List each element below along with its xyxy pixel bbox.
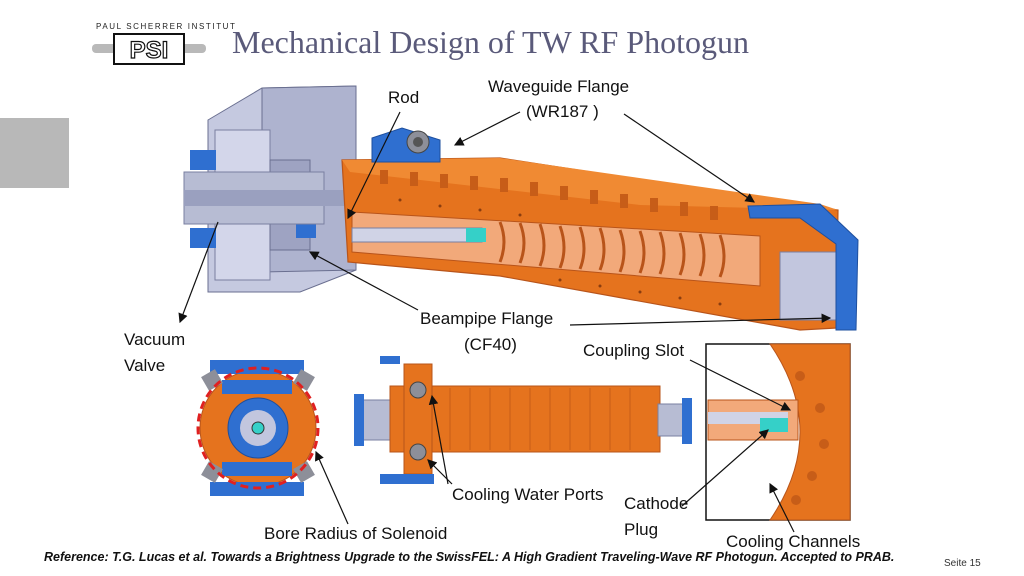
- callout-arrows: [178, 111, 832, 533]
- waveguide-flange-left: [371, 127, 441, 163]
- label-vacuum: Vacuum: [124, 330, 186, 349]
- label-valve: Valve: [124, 356, 166, 375]
- page-number: Seite 15: [944, 558, 981, 569]
- waveguide-flange-right: [747, 203, 859, 331]
- label-rod: Rod: [388, 88, 420, 107]
- reference-text: Reference: T.G. Lucas et al. Towards a B…: [44, 550, 895, 564]
- copper-fins: [380, 170, 718, 220]
- cathode-inset: [705, 343, 851, 521]
- label-bore-radius: Bore Radius of Solenoid: [264, 524, 448, 543]
- label-cooling-water-ports: Cooling Water Ports: [452, 485, 604, 504]
- institute-name: PAUL SCHERRER INSTITUT: [96, 22, 237, 31]
- cavity-cells: [498, 221, 726, 278]
- label-coupling-slot: Coupling Slot: [583, 341, 685, 360]
- side-tab: [0, 118, 69, 188]
- end-view: [196, 360, 320, 496]
- label-beampipe-flange: Beampipe Flange: [420, 309, 554, 328]
- label-cooling-channels: Cooling Channels: [726, 532, 861, 551]
- label-plug: Plug: [624, 520, 659, 539]
- label-cathode: Cathode: [624, 494, 689, 513]
- label-beampipe-flange-spec: (CF40): [464, 335, 517, 354]
- label-waveguide-flange-spec: (WR187 ): [526, 102, 599, 121]
- solenoid-bore-circle: [196, 366, 320, 490]
- label-waveguide-flange: Waveguide Flange: [488, 77, 630, 96]
- page-title: Mechanical Design of TW RF Photogun: [232, 24, 749, 60]
- side-view: [354, 356, 692, 484]
